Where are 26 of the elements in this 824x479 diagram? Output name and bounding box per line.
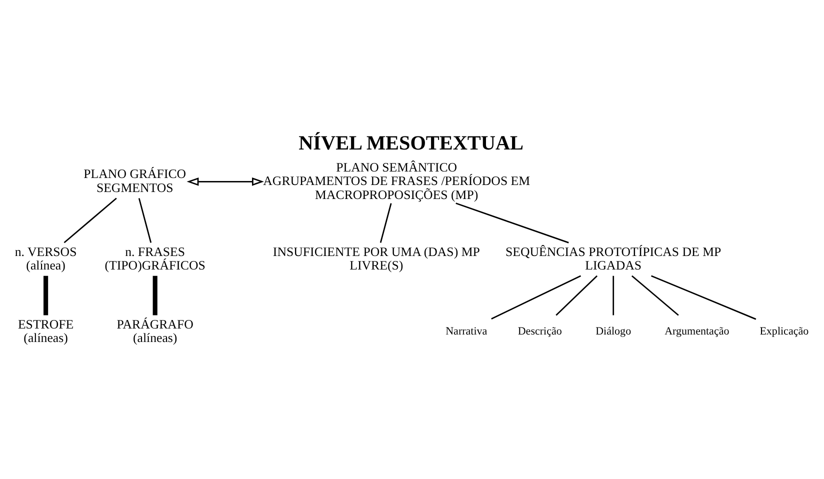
- arrow: [186, 177, 264, 186]
- node-text: Descrição: [518, 326, 562, 338]
- node-text: INSUFICIENTE POR UMA (DAS) MP LIVRE(S): [272, 244, 480, 273]
- node-text: SEQUÊNCIAS PROTOTÍPICAS DE MP LIGADAS: [506, 244, 722, 273]
- connector: [380, 203, 392, 243]
- connector: [491, 275, 582, 320]
- node-text: Argumentação: [664, 326, 730, 338]
- node-text: PARÁGRAFO (alíneas): [116, 317, 194, 346]
- node-text: Narrativa: [446, 326, 488, 338]
- node-text: n. FRASES (TIPO)GRÁFICOS: [104, 244, 206, 273]
- connector: [651, 275, 756, 320]
- connector: [152, 276, 158, 316]
- node-text: PLANO SEMÂNTICO AGRUPAMENTOS DE FRASES /PERÍODOS EM MACROPROPOSIÇÕES (MP): [263, 160, 530, 202]
- connector: [612, 276, 614, 316]
- node-text: ESTROFE (alíneas): [18, 317, 74, 346]
- connector: [456, 202, 569, 244]
- connector: [631, 275, 679, 316]
- connector: [556, 275, 598, 316]
- node-text: PLANO GRÁFICO SEGMENTOS: [84, 167, 186, 195]
- node-text: Explicação: [760, 326, 809, 338]
- diagram-title: NÍVEL MESOTEXTUAL: [298, 132, 524, 155]
- connector: [64, 198, 117, 244]
- node-text: Diálogo: [596, 326, 632, 338]
- node-text: n. VERSOS (alínea): [14, 244, 77, 273]
- connector: [138, 198, 152, 243]
- connector: [44, 276, 48, 316]
